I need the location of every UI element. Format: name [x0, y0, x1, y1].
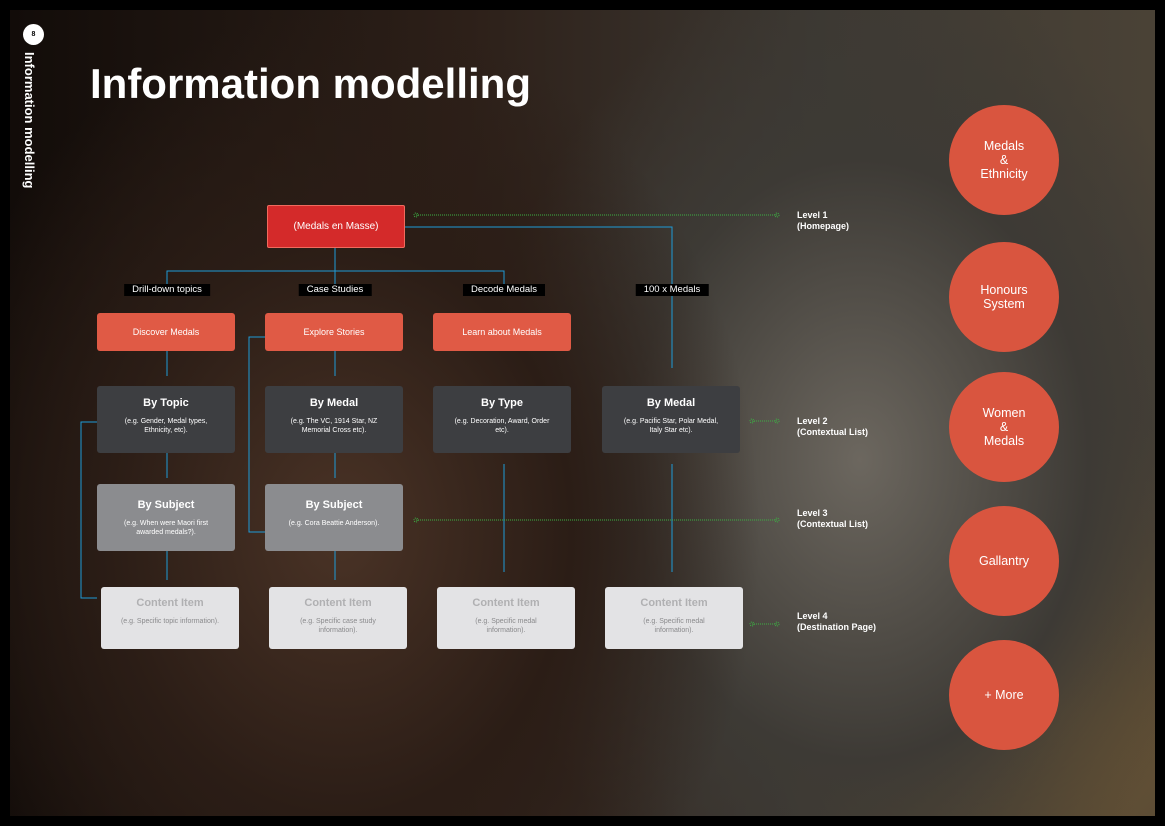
page-title: Information modelling: [90, 60, 531, 107]
level4-node: Content Item (e.g. Specific medal informa…: [605, 587, 743, 649]
level4-node: Content Item (e.g. Specific topic informa…: [101, 587, 239, 649]
node-desc: (e.g. Pacific Star, Polar Medal, Italy S…: [623, 418, 719, 434]
category-tag: Drill-down topics: [124, 284, 210, 296]
node-title: By Topic: [143, 397, 189, 409]
level2-node: By Medal (e.g. The VC, 1914 Star, NZ Memo…: [265, 386, 403, 453]
node-desc: (e.g. Specific topic information).: [120, 618, 220, 625]
level-label: Level 4(Destination Page): [797, 611, 876, 633]
node-title: By Medal: [309, 397, 359, 409]
root-node: (Medals en Masse): [267, 205, 405, 248]
theme-circle-women-medals: Women & Medals: [949, 372, 1059, 482]
level4-node: Content Item (e.g. Specific case study in…: [269, 587, 407, 649]
theme-circle-medals-ethnicity: Medals & Ethnicity: [949, 105, 1059, 215]
node-title: Content Item: [304, 597, 372, 609]
node-desc: (e.g. Specific case study information).: [300, 618, 376, 634]
category-tag: 100 x Medals: [635, 284, 709, 296]
level-label: Level 2(Contextual List): [797, 416, 868, 438]
node-desc: (e.g. Cora Beattie Anderson).: [288, 520, 380, 527]
level-desc: (Contextual List): [797, 519, 868, 529]
section-label: Information modelling: [22, 52, 37, 189]
level4-node: Content Item (e.g. Specific medal informa…: [437, 587, 575, 649]
level-name: Level 2: [797, 416, 828, 426]
level2-node: By Type (e.g. Decoration, Award, Order et…: [433, 386, 571, 453]
node-title: Content Item: [640, 597, 708, 609]
level2-node: By Topic (e.g. Gender, Medal types, Ethni…: [97, 386, 235, 453]
level3-node: By Subject (e.g. When were Maori first aw…: [97, 484, 235, 551]
level2-node: By Medal (e.g. Pacific Star, Polar Medal,…: [602, 386, 740, 453]
node-title: By Subject: [305, 499, 363, 511]
node-desc: (e.g. The VC, 1914 Star, NZ Memorial Cro…: [290, 418, 378, 434]
node-desc: (e.g. Specific medal information).: [475, 618, 537, 634]
connector-root-100: [405, 226, 673, 368]
theme-circle-more: + More: [949, 640, 1059, 750]
node-desc: (e.g. When were Maori first awarded meda…: [123, 520, 209, 536]
node-title: By Subject: [137, 499, 195, 511]
entry-node: Discover Medals: [97, 313, 235, 351]
page-number: 8: [23, 24, 44, 45]
node-title: Content Item: [136, 597, 204, 609]
theme-circle-gallantry: Gallantry: [949, 506, 1059, 616]
theme-circle-honours-system: Honours System: [949, 242, 1059, 352]
node-title: Content Item: [472, 597, 540, 609]
node-desc: (e.g. Gender, Medal types, Ethnicity, et…: [124, 418, 208, 434]
category-tag: Decode Medals: [462, 284, 546, 296]
level-desc: (Homepage): [797, 221, 850, 231]
level-name: Level 4: [797, 611, 828, 621]
level-desc: (Destination Page): [797, 622, 877, 632]
node-title: By Type: [481, 397, 523, 409]
node-desc: (e.g. Decoration, Award, Order etc).: [454, 418, 550, 434]
node-title: By Medal: [646, 397, 696, 409]
level-label: Level 1(Homepage): [797, 210, 849, 232]
level3-node: By Subject (e.g. Cora Beattie Anderson).: [265, 484, 403, 551]
level-name: Level 3: [797, 508, 828, 518]
entry-node: Learn about Medals: [433, 313, 571, 351]
category-tag: Case Studies: [298, 284, 372, 296]
entry-node: Explore Stories: [265, 313, 403, 351]
node-desc: (e.g. Specific medal information).: [643, 618, 705, 634]
level-desc: (Contextual List): [797, 427, 868, 437]
level-label: Level 3(Contextual List): [797, 508, 868, 530]
level-name: Level 1: [797, 210, 828, 220]
